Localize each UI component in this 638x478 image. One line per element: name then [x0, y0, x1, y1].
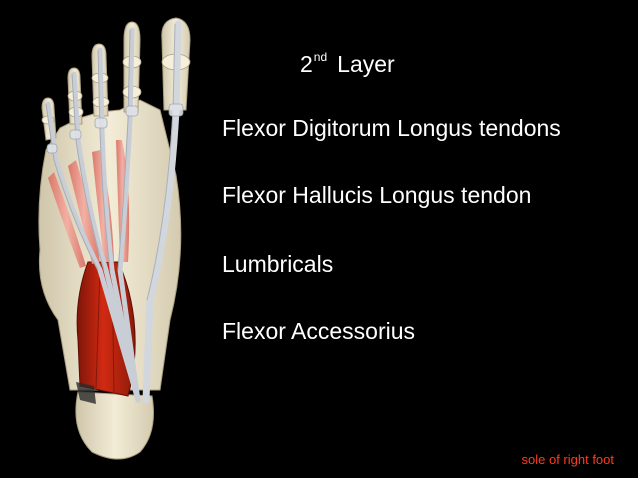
foot-sole-anatomy-illustration	[38, 17, 191, 460]
title-ordinal-suffix: nd	[313, 50, 328, 64]
lumbrical-3	[68, 160, 100, 264]
list-item-flexor-digitorum-longus: Flexor Digitorum Longus tendons	[222, 115, 561, 141]
title-number: 2	[300, 51, 313, 77]
slide-title: 2nd Layer	[300, 50, 395, 78]
list-item-flexor-accessorius: Flexor Accessorius	[222, 318, 416, 344]
flexor-digitorum-longus-tendons	[45, 27, 141, 403]
heel-bone	[75, 391, 154, 460]
lumbrical-4	[48, 172, 86, 268]
title-word: Layer	[337, 51, 395, 77]
list-item-lumbricals: Lumbricals	[222, 251, 334, 277]
flexor-hallucis-longus-tendon	[142, 20, 182, 404]
list-item-flexor-hallucis-longus: Flexor Hallucis Longus tendon	[222, 182, 532, 208]
caption-sole-of-right-foot: sole of right foot	[521, 452, 615, 467]
